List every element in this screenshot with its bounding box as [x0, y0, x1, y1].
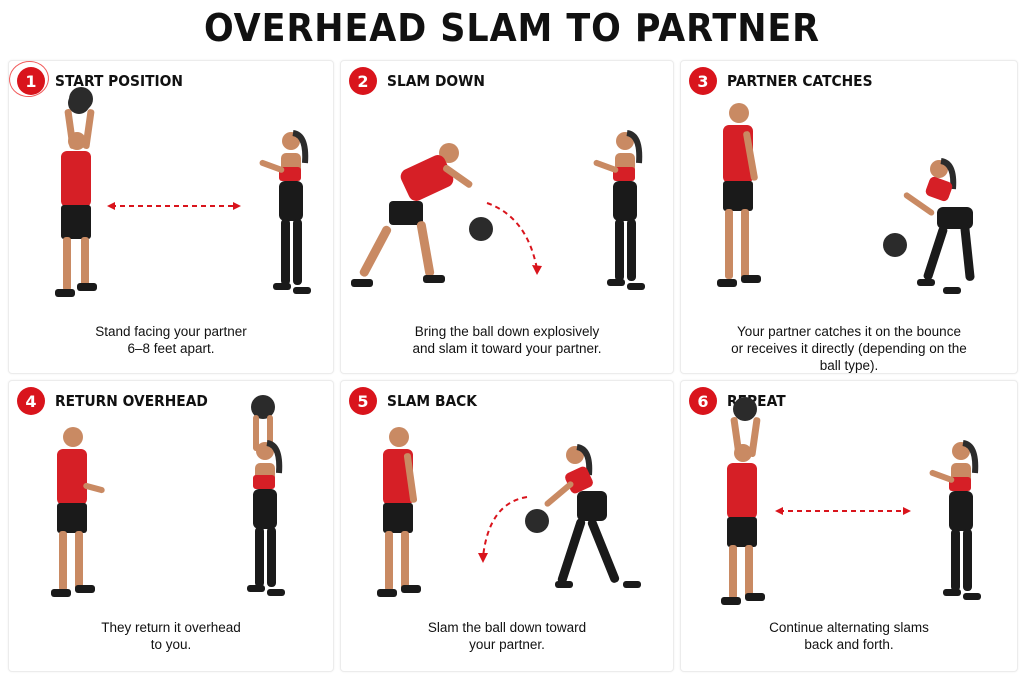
man-figure	[721, 417, 765, 605]
steps-grid: 1 START POSITION	[6, 58, 1018, 672]
step-caption: Your partner catches it on the bounce or…	[731, 324, 967, 373]
ball-icon	[69, 87, 93, 111]
step-card-2: 2 SLAM DOWN	[340, 60, 674, 374]
curved-arrow-icon	[486, 202, 538, 270]
man-figure	[55, 92, 97, 297]
step-illustration	[51, 395, 285, 597]
man-figure	[351, 143, 473, 287]
woman-figure	[544, 444, 641, 588]
step-title: START POSITION	[55, 72, 183, 90]
step-caption: Continue alternating slams back and fort…	[769, 620, 929, 652]
ball-icon	[883, 233, 907, 257]
step-caption: Stand facing your partner 6–8 feet apart…	[95, 324, 247, 356]
woman-figure	[593, 130, 645, 290]
step-number-badge: 5	[349, 387, 377, 415]
woman-figure	[259, 130, 311, 294]
step-card-6: 6 REPEAT	[680, 380, 1018, 672]
man-figure	[51, 427, 105, 597]
step-number-badge: 3	[689, 67, 717, 95]
step-number-badge: 2	[349, 67, 377, 95]
man-figure	[717, 103, 761, 287]
ball-icon	[251, 395, 275, 419]
step-number-badge: 4	[17, 387, 45, 415]
woman-figure	[247, 415, 285, 596]
step-illustration	[721, 397, 981, 605]
curved-arrow-icon	[482, 496, 528, 558]
step-title: PARTNER CATCHES	[727, 72, 873, 90]
ball-icon	[525, 509, 549, 533]
step-illustration	[351, 130, 645, 290]
step-caption: Bring the ball down explosively and slam…	[412, 324, 602, 356]
step-title: SLAM DOWN	[387, 72, 485, 90]
woman-figure	[929, 440, 981, 600]
step-illustration	[377, 427, 641, 597]
woman-figure	[903, 158, 975, 294]
double-arrow-icon	[107, 202, 241, 210]
step-illustration	[717, 103, 975, 294]
man-figure	[377, 427, 421, 597]
step-card-4: 4 RETURN OVERHEAD	[8, 380, 334, 672]
step-caption: They return it overhead to you.	[101, 620, 241, 652]
ball-icon	[469, 217, 493, 241]
step-caption: Slam the ball down toward your partner.	[427, 620, 587, 652]
step-illustration	[55, 87, 311, 297]
page-title: OVERHEAD SLAM TO PARTNER	[203, 6, 821, 50]
double-arrow-icon	[775, 507, 911, 515]
step-title: SLAM BACK	[387, 392, 477, 410]
step-card-1: 1 START POSITION	[6, 58, 334, 374]
step-number-badge: 6	[689, 387, 717, 415]
step-card-5: 5 SLAM BACK	[340, 380, 674, 672]
step-title: RETURN OVERHEAD	[55, 392, 208, 410]
step-number-badge: 1	[17, 67, 45, 95]
step-card-3: 3 PARTNER CATCHES	[680, 60, 1018, 374]
ball-icon	[733, 397, 757, 421]
